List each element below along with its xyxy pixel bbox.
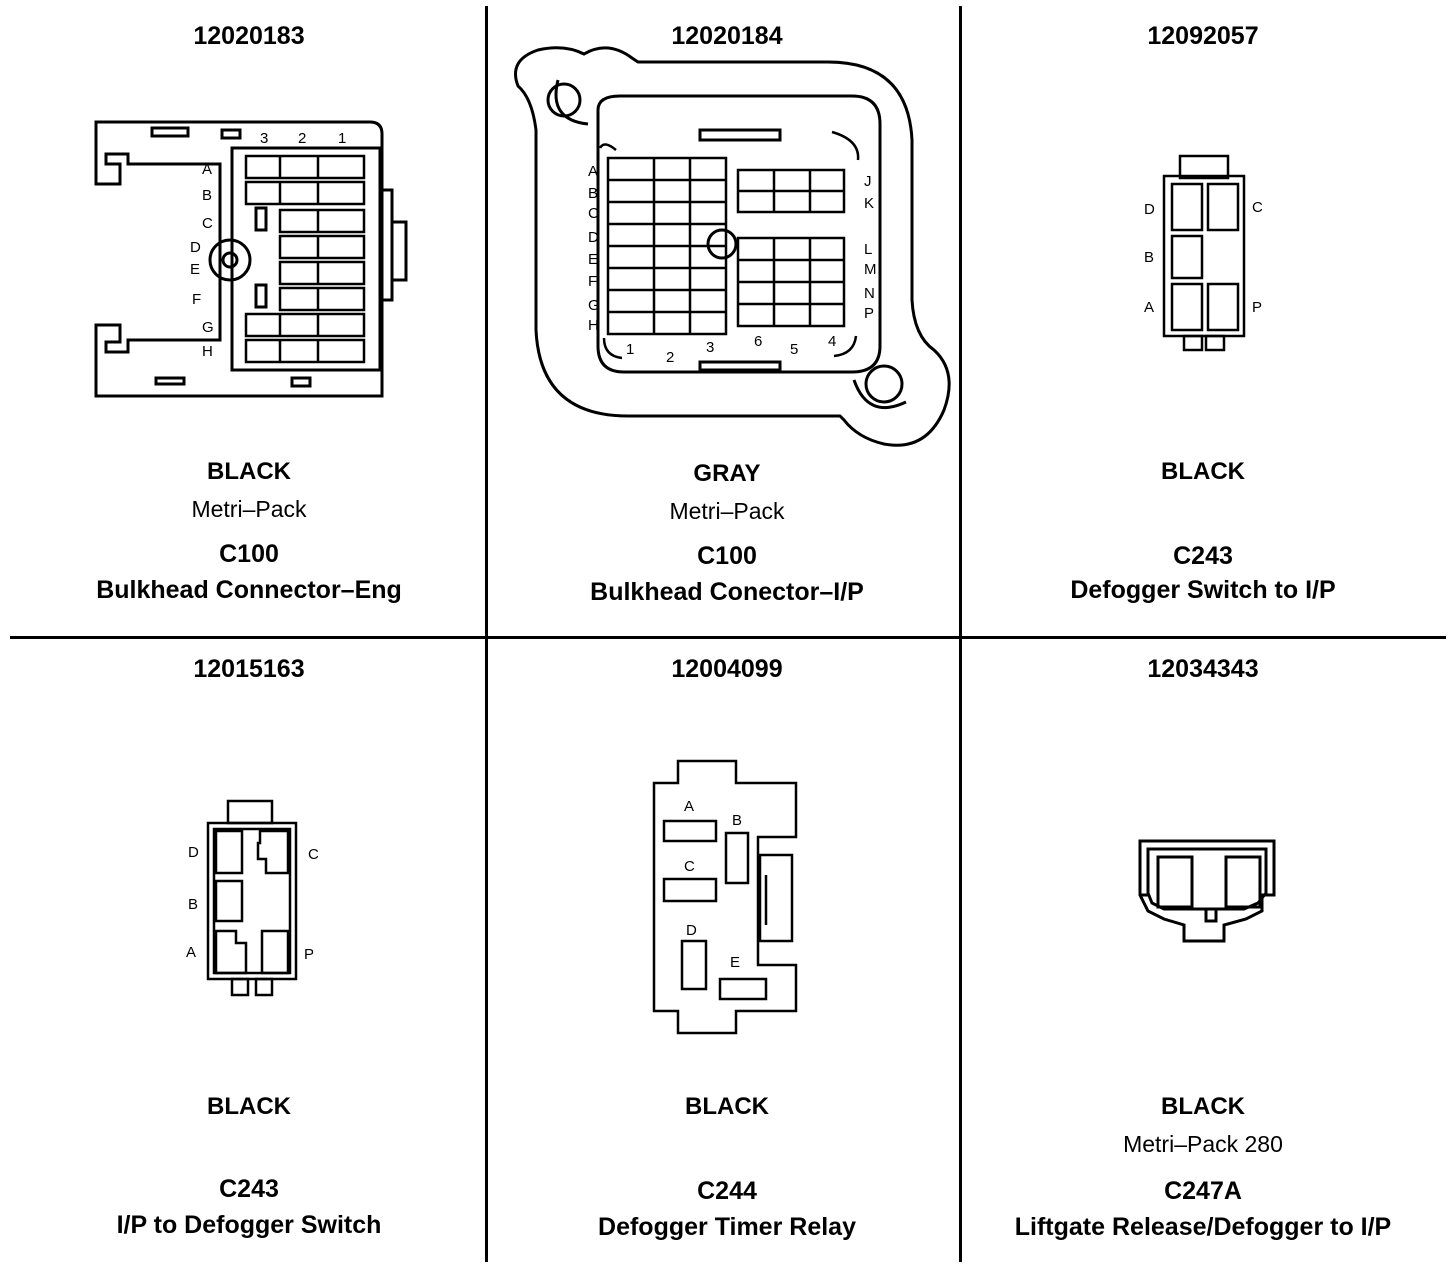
connector-id: C243 <box>1173 542 1233 570</box>
pin-label: H <box>588 317 599 334</box>
connector-description: Bulkhead Connector–Eng <box>96 576 402 604</box>
connector-id: C247A <box>1164 1177 1242 1205</box>
pin-label: C <box>588 205 599 222</box>
connector-id: C243 <box>219 1175 279 1203</box>
connector-color: BLACK <box>207 1093 291 1120</box>
pin-label: E <box>588 251 598 268</box>
pin-label: N <box>864 285 875 302</box>
connector-id: C244 <box>697 1177 757 1205</box>
part-number: 12034343 <box>1147 655 1259 683</box>
pin-label: F <box>192 291 201 308</box>
connector-description: Defogger Timer Relay <box>598 1213 856 1241</box>
connector-color: GRAY <box>693 460 761 487</box>
row-divider <box>10 636 1446 639</box>
connector-drawing-c243-switch: D C B A P <box>1144 154 1263 352</box>
connector-id: C100 <box>219 540 279 568</box>
pin-label: D <box>190 239 201 256</box>
pin-label: P <box>1252 299 1262 316</box>
connector-drawing-c100-ip: A B C D E F G H J K L M N P 1 2 3 6 5 4 <box>514 46 951 447</box>
pin-label: 3 <box>706 339 714 356</box>
pin-label: H <box>202 343 213 360</box>
pin-label: A <box>1144 299 1154 316</box>
part-number: 12015163 <box>193 655 305 683</box>
pin-label: L <box>864 241 872 258</box>
pin-label: D <box>686 922 697 939</box>
connector-panel-12020183: 12020183 <box>10 0 488 636</box>
column-divider-2 <box>959 6 962 1262</box>
pin-label: B <box>732 812 742 829</box>
connector-panel-12034343: 12034343 BLACK Metri–Pack 280 C247A Lift… <box>964 639 1442 1266</box>
part-number: 12092057 <box>1147 22 1259 50</box>
pin-label: A <box>684 798 694 815</box>
connector-drawing-c100-eng: 3 2 1 A B C D E F G H <box>94 120 408 398</box>
pin-label: 2 <box>666 349 674 366</box>
pin-label: D <box>188 844 199 861</box>
connector-type: Metri–Pack <box>191 496 307 522</box>
pin-label: B <box>1144 249 1154 266</box>
connector-description: Defogger Switch to I/P <box>1070 576 1336 604</box>
connector-type: Metri–Pack <box>669 498 785 524</box>
connector-color: BLACK <box>207 458 291 485</box>
connector-id: C100 <box>697 542 757 570</box>
connector-panel-12015163: 12015163 D C B A P BLACK C243 I/P to Def… <box>10 639 488 1266</box>
pin-label: B <box>202 187 212 204</box>
pin-label: 1 <box>338 130 346 147</box>
pin-label: K <box>864 195 874 212</box>
connector-panel-12092057: 12092057 D C B A P BLACK C243 Defogger S… <box>964 0 1442 636</box>
pin-label: C <box>308 846 319 863</box>
part-number: 12020183 <box>193 22 305 50</box>
pin-label: A <box>186 944 196 961</box>
connector-drawing-c243-ip: D C B A P <box>186 799 319 997</box>
connector-color: BLACK <box>1161 458 1245 485</box>
connector-type: Metri–Pack 280 <box>1123 1131 1283 1157</box>
connector-panel-12004099: 12004099 A B C D E BLACK C244 Defogger T… <box>488 639 966 1266</box>
pin-label: G <box>588 297 600 314</box>
pin-label: E <box>190 261 200 278</box>
pin-label: C <box>1252 199 1263 216</box>
pin-label: P <box>864 305 874 322</box>
pin-label: A <box>202 161 212 178</box>
column-divider-1 <box>485 6 488 1262</box>
connector-description: Liftgate Release/Defogger to I/P <box>1014 1213 1392 1241</box>
connector-description: Bulkhead Conector–I/P <box>590 578 864 606</box>
part-number: 12004099 <box>671 655 783 683</box>
connector-drawing-c247a <box>1138 839 1276 943</box>
part-number: 12020184 <box>671 22 783 50</box>
pin-label: E <box>730 954 740 971</box>
pin-label: J <box>864 173 872 190</box>
pin-label: C <box>202 215 213 232</box>
pin-label: B <box>588 185 598 202</box>
pin-label: 6 <box>754 333 762 350</box>
pin-label: F <box>588 273 597 290</box>
pin-label: G <box>202 319 214 336</box>
connector-panel-12020184: 12020184 <box>488 0 966 636</box>
connector-color: BLACK <box>1161 1093 1245 1120</box>
pin-label: D <box>588 229 599 246</box>
connector-description: I/P to Defogger Switch <box>116 1211 382 1239</box>
pin-label: B <box>188 896 198 913</box>
pin-label: A <box>588 163 598 180</box>
pin-label: 5 <box>790 341 798 358</box>
connector-drawing-c244: A B C D E <box>652 759 798 1035</box>
pin-label: M <box>864 261 877 278</box>
pin-label: 4 <box>828 333 836 350</box>
pin-label: D <box>1144 201 1155 218</box>
pin-label: 2 <box>298 130 306 147</box>
pin-label: 1 <box>626 341 634 358</box>
connector-color: BLACK <box>685 1093 769 1120</box>
pin-label: P <box>304 946 314 963</box>
pin-label: C <box>684 858 695 875</box>
pin-label: 3 <box>260 130 268 147</box>
